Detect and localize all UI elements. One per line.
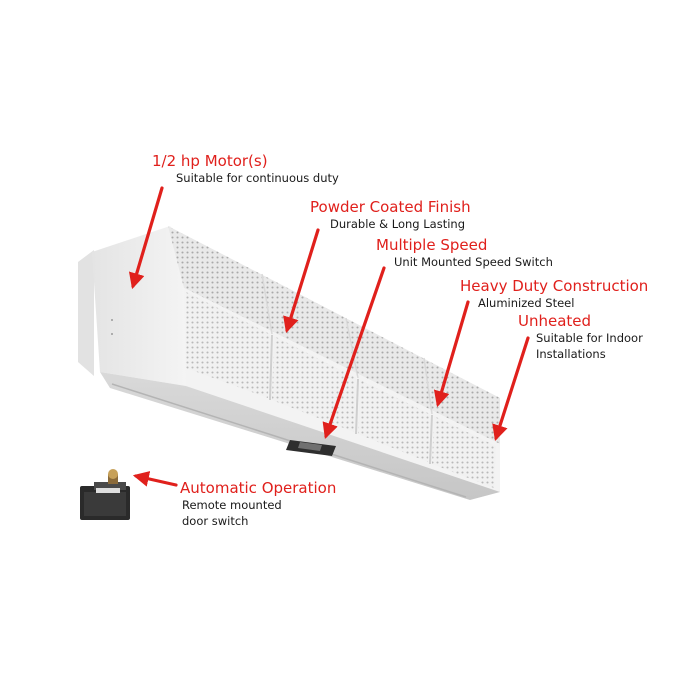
callout-automatic-detail-1: Remote mounted xyxy=(182,498,282,512)
callout-motor: 1/2 hp Motor(s) Suitable for continuous … xyxy=(152,152,339,186)
callout-unheated: Unheated Suitable for Indoor Installatio… xyxy=(518,312,643,362)
arrow-icon xyxy=(322,266,386,440)
callout-speed-detail: Unit Mounted Speed Switch xyxy=(394,255,553,269)
arrow-icon xyxy=(132,471,178,487)
callout-finish: Powder Coated Finish Durable & Long Last… xyxy=(310,198,471,232)
callout-unheated-detail-2: Installations xyxy=(536,347,606,361)
arrow-icon xyxy=(283,228,320,334)
callout-motor-title: 1/2 hp Motor(s) xyxy=(152,152,268,170)
callout-heavy-detail: Aluminized Steel xyxy=(478,296,575,310)
callout-automatic-detail-2: door switch xyxy=(182,514,249,528)
top-perforated-strip xyxy=(168,226,500,444)
callout-unheated-title: Unheated xyxy=(518,312,592,330)
callout-speed: Multiple Speed Unit Mounted Speed Switch xyxy=(376,236,553,270)
door-switch-icon xyxy=(80,469,130,520)
callout-finish-title: Powder Coated Finish xyxy=(310,198,471,216)
callout-automatic: Automatic Operation Remote mounted door … xyxy=(180,479,336,529)
arrow-icon xyxy=(492,336,530,442)
arrow-icon xyxy=(128,186,164,290)
arrow-icon xyxy=(433,300,470,408)
callout-heavy-title: Heavy Duty Construction xyxy=(460,277,649,295)
bottom-discharge xyxy=(100,372,500,500)
callout-motor-detail: Suitable for continuous duty xyxy=(176,171,339,185)
side-panel xyxy=(92,226,186,386)
speed-switch-icon xyxy=(286,440,336,456)
callout-speed-title: Multiple Speed xyxy=(376,236,488,254)
callout-automatic-title: Automatic Operation xyxy=(180,479,337,497)
callout-finish-detail: Durable & Long Lasting xyxy=(330,217,465,231)
callout-arrows xyxy=(128,186,530,487)
callout-heavy-duty: Heavy Duty Construction Aluminized Steel xyxy=(460,277,648,311)
callout-unheated-detail-1: Suitable for Indoor xyxy=(536,331,643,345)
